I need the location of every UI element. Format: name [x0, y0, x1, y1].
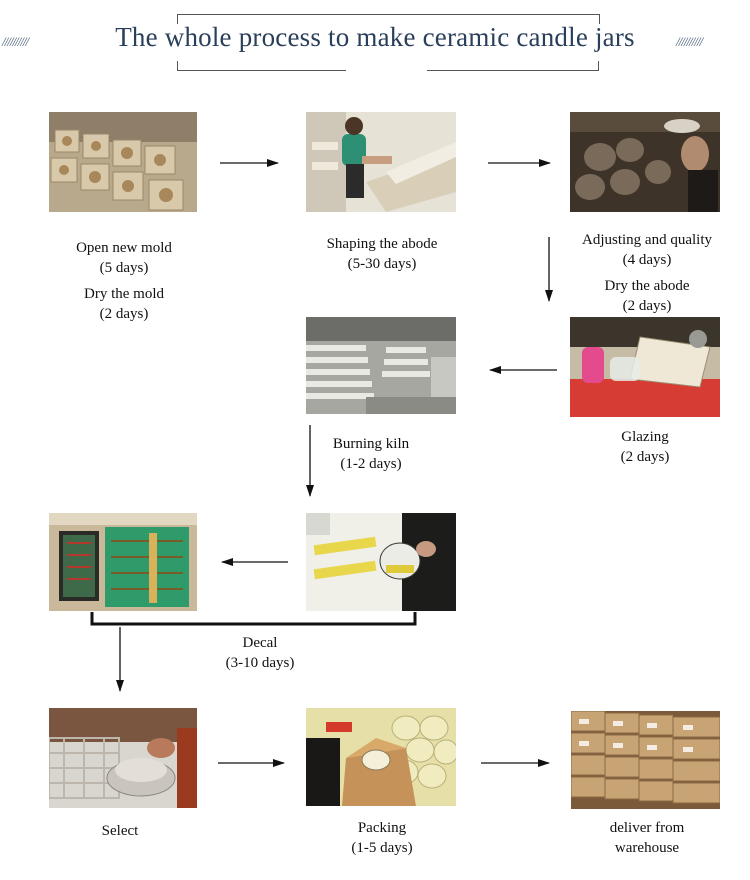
photo-glazing — [570, 317, 720, 417]
dry-mold-duration: (2 days) — [99, 306, 149, 322]
title-decoration-left: ////////// — [2, 34, 29, 49]
packing-duration: (1-5 days) — [351, 840, 413, 856]
adjusting-duration: (4 days) — [622, 252, 672, 268]
label-burning: Burning kiln (1-2 days) — [316, 434, 426, 474]
packing-title: Packing — [357, 820, 407, 836]
label-open-mold: Open new mold (5 days) Dry the mold (2 d… — [30, 238, 218, 324]
decal-bracket — [90, 612, 417, 626]
dry-mold-title: Dry the mold — [84, 286, 164, 302]
dry-abode-duration: (2 days) — [622, 298, 672, 314]
photo-adjusting — [570, 112, 720, 212]
label-glazing: Glazing (2 days) — [580, 427, 710, 467]
photo-select — [49, 708, 197, 808]
title-bracket-bottom-right — [427, 61, 599, 71]
photo-decal-kiln — [49, 513, 197, 611]
header: ////////// The whole process to make cer… — [0, 0, 750, 80]
deliver-line2: warehouse — [614, 840, 680, 856]
deliver-line1: deliver from — [609, 820, 685, 836]
photo-open-mold — [49, 112, 197, 212]
label-shaping: Shaping the abode (5-30 days) — [290, 234, 474, 274]
label-adjusting: Adjusting and quality (4 days) Dry the a… — [556, 230, 738, 316]
photo-shaping — [306, 112, 456, 212]
label-deliver: deliver from warehouse — [590, 818, 704, 858]
shaping-title: Shaping the abode — [326, 236, 438, 252]
title-bracket-top — [177, 14, 600, 24]
label-select: Select — [70, 821, 170, 841]
glazing-duration: (2 days) — [620, 449, 670, 465]
open-mold-duration: (5 days) — [99, 260, 149, 276]
glazing-title: Glazing — [621, 429, 669, 445]
title-decoration-right: ////////// — [676, 34, 703, 49]
shaping-duration: (5-30 days) — [347, 256, 417, 272]
photo-deliver — [571, 711, 720, 809]
photo-packing — [306, 708, 456, 806]
photo-burning-kiln — [306, 317, 456, 414]
label-packing: Packing (1-5 days) — [330, 818, 434, 858]
page-title: The whole process to make ceramic candle… — [115, 22, 635, 52]
adjusting-title: Adjusting and quality — [582, 232, 712, 248]
open-mold-title: Open new mold — [76, 240, 172, 256]
label-decal: Decal (3-10 days) — [200, 633, 320, 673]
burning-duration: (1-2 days) — [340, 456, 402, 472]
decal-title: Decal — [242, 635, 278, 651]
photo-decal — [306, 513, 456, 611]
burning-title: Burning kiln — [332, 436, 410, 452]
decal-duration: (3-10 days) — [225, 655, 295, 671]
select-title: Select — [101, 823, 139, 839]
dry-abode-title: Dry the abode — [604, 278, 690, 294]
title-bracket-bottom-left — [177, 61, 346, 71]
